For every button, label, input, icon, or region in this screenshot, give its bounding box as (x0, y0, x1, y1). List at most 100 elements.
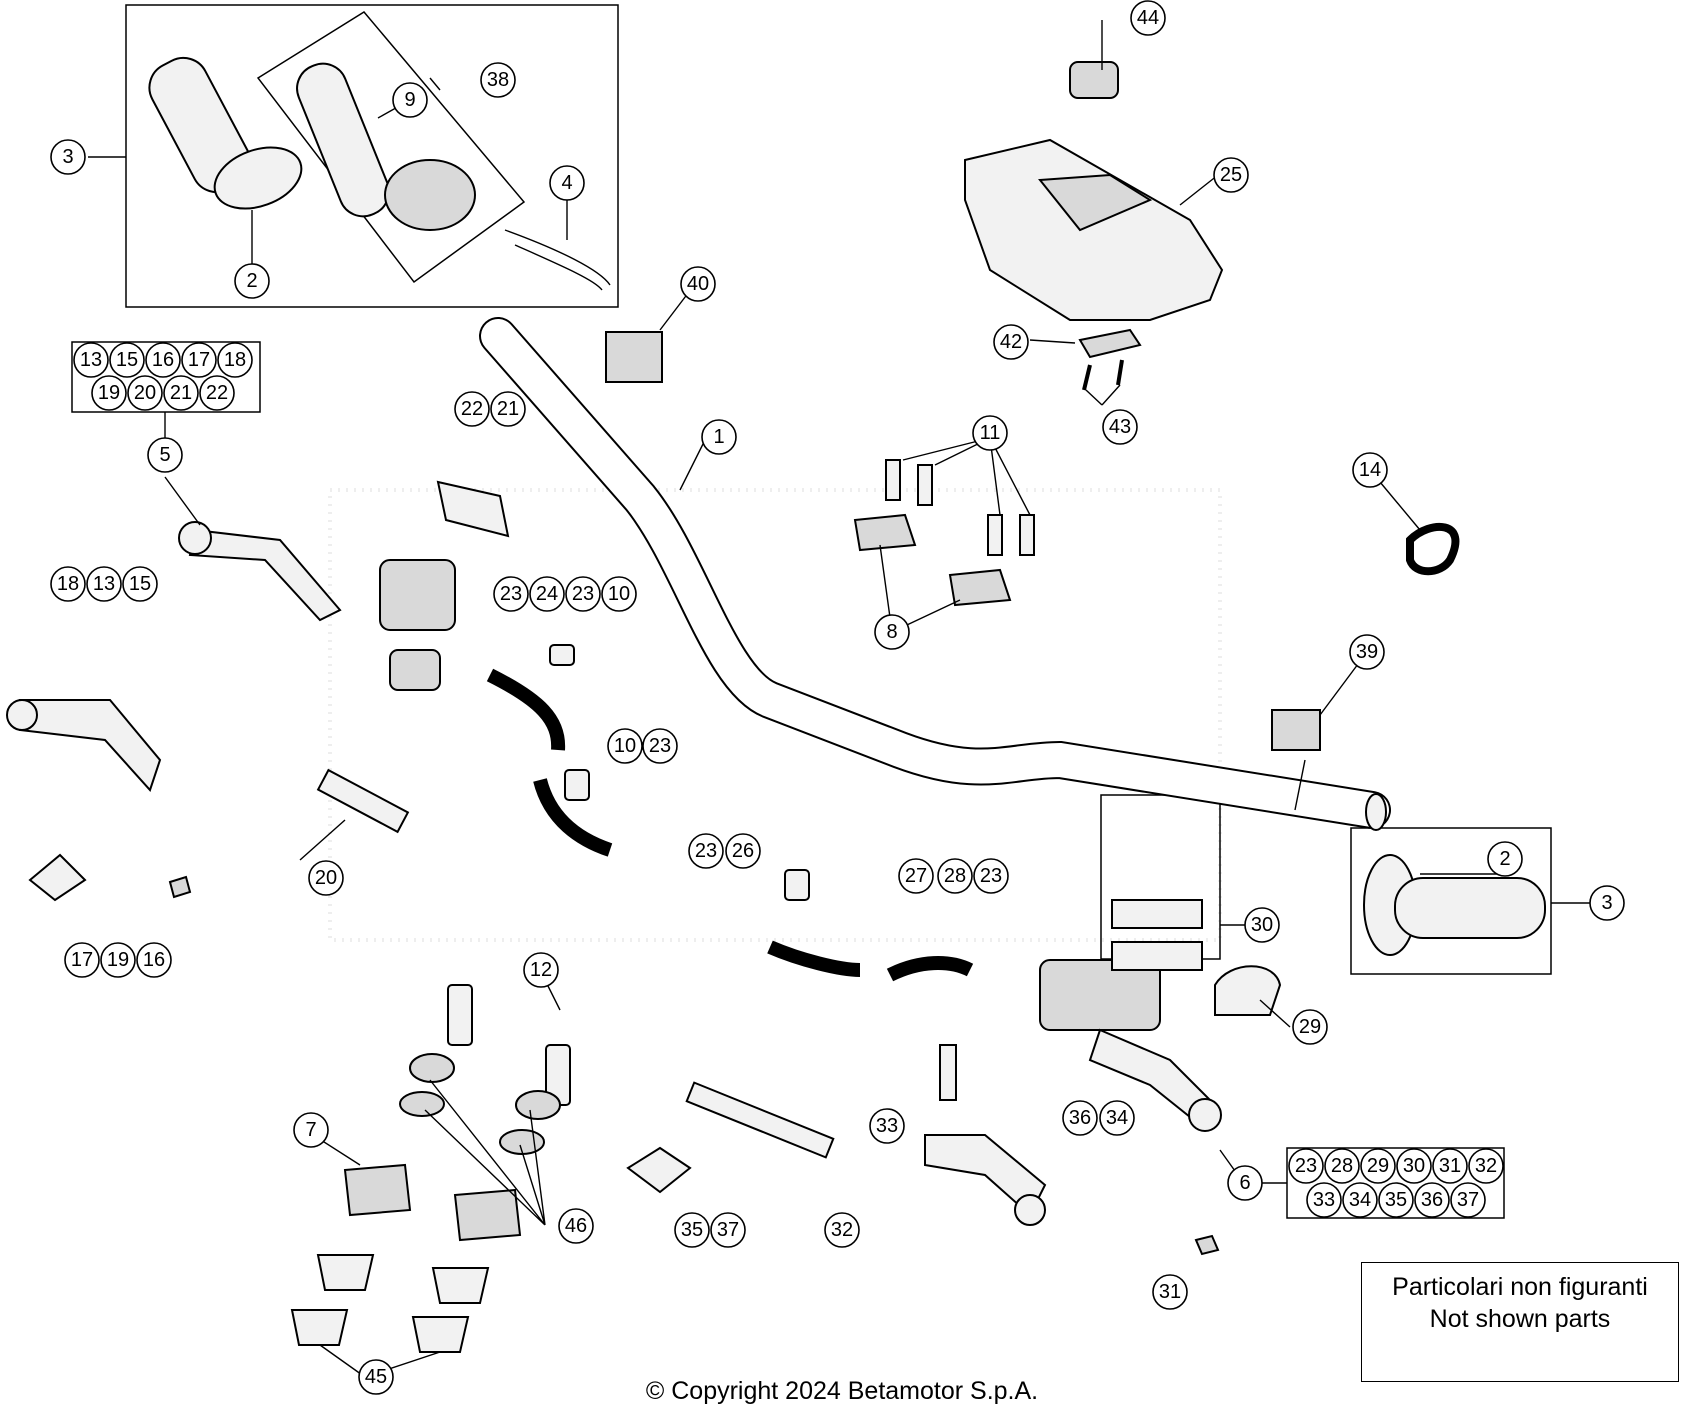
callout-34[interactable]: 34 (1099, 1100, 1135, 1136)
callout-23-a[interactable]: 23 (493, 576, 529, 612)
kit6-30[interactable]: 30 (1396, 1148, 1432, 1184)
callout-14[interactable]: 14 (1352, 452, 1388, 488)
lever-clip-35 (626, 1146, 692, 1194)
svg-text:25: 25 (1220, 164, 1242, 186)
callout-6[interactable]: 6 (1227, 1165, 1263, 1201)
callout-28[interactable]: 28 (937, 858, 973, 894)
left-grip-top (148, 56, 303, 210)
callout-3-left[interactable]: 3 (50, 139, 86, 175)
callout-37[interactable]: 37 (710, 1212, 746, 1248)
svg-text:19: 19 (107, 949, 129, 971)
svg-text:21: 21 (170, 382, 192, 404)
svg-text:14: 14 (1359, 459, 1381, 481)
callout-32[interactable]: 32 (824, 1212, 860, 1248)
callout-4[interactable]: 4 (549, 165, 585, 201)
callout-40[interactable]: 40 (680, 266, 716, 302)
callout-26[interactable]: 26 (725, 833, 761, 869)
kit6-32[interactable]: 32 (1468, 1148, 1504, 1184)
callout-15[interactable]: 15 (122, 566, 158, 602)
callout-11[interactable]: 11 (972, 415, 1008, 451)
svg-text:16: 16 (143, 949, 165, 971)
callout-42[interactable]: 42 (993, 324, 1029, 360)
callout-20[interactable]: 20 (308, 860, 344, 896)
note-line-english: Not shown parts (1429, 1305, 1611, 1333)
svg-text:15: 15 (116, 349, 138, 371)
callout-29[interactable]: 29 (1292, 1009, 1328, 1045)
callout-35[interactable]: 35 (674, 1212, 710, 1248)
kit5-16[interactable]: 16 (145, 342, 181, 378)
callout-46[interactable]: 46 (558, 1208, 594, 1244)
svg-text:15: 15 (129, 573, 151, 595)
callout-36[interactable]: 36 (1062, 1100, 1098, 1136)
callout-23-e[interactable]: 23 (973, 858, 1009, 894)
callout-24[interactable]: 24 (529, 576, 565, 612)
kit6-29[interactable]: 29 (1360, 1148, 1396, 1184)
svg-text:2: 2 (1499, 848, 1510, 870)
kit5-20[interactable]: 20 (127, 375, 163, 411)
svg-text:32: 32 (831, 1219, 853, 1241)
callout-5[interactable]: 5 (147, 437, 183, 473)
callout-16[interactable]: 16 (136, 942, 172, 978)
kit6-28[interactable]: 28 (1324, 1148, 1360, 1184)
callout-38[interactable]: 38 (480, 62, 516, 98)
kit6-31[interactable]: 31 (1432, 1148, 1468, 1184)
callout-10-b[interactable]: 10 (607, 728, 643, 764)
kit5-15[interactable]: 15 (109, 342, 145, 378)
callout-7[interactable]: 7 (293, 1112, 329, 1148)
kit5-13[interactable]: 13 (73, 342, 109, 378)
callout-44[interactable]: 44 (1130, 0, 1166, 36)
kit6-33[interactable]: 33 (1306, 1182, 1342, 1218)
clutch-lever (178, 521, 342, 622)
kit5-17[interactable]: 17 (181, 342, 217, 378)
callout-23-c[interactable]: 23 (642, 728, 678, 764)
callout-8[interactable]: 8 (874, 614, 910, 650)
kit6-36[interactable]: 36 (1414, 1182, 1450, 1218)
kit6-23[interactable]: 23 (1288, 1148, 1324, 1184)
svg-text:43: 43 (1109, 416, 1131, 438)
svg-text:23: 23 (572, 583, 594, 605)
callout-30[interactable]: 30 (1244, 907, 1280, 943)
callout-13[interactable]: 13 (86, 566, 122, 602)
svg-text:10: 10 (614, 735, 636, 757)
callout-12[interactable]: 12 (523, 952, 559, 988)
switch-39 (1271, 709, 1321, 751)
callout-1[interactable]: 1 (701, 419, 737, 455)
callout-22[interactable]: 22 (454, 391, 490, 427)
callout-2-left[interactable]: 2 (234, 263, 270, 299)
callout-27[interactable]: 27 (898, 858, 934, 894)
kit5-21[interactable]: 21 (163, 375, 199, 411)
svg-text:28: 28 (1331, 1155, 1353, 1177)
callout-19[interactable]: 19 (100, 942, 136, 978)
callout-3-right[interactable]: 3 (1589, 885, 1625, 921)
svg-text:34: 34 (1106, 1107, 1128, 1129)
callout-18[interactable]: 18 (50, 566, 86, 602)
watermark (328, 488, 1222, 942)
callout-21[interactable]: 21 (490, 391, 526, 427)
kit-5-items: 13 15 16 17 18 19 20 21 22 (73, 342, 253, 411)
svg-text:17: 17 (188, 349, 210, 371)
callout-45[interactable]: 45 (358, 1359, 394, 1395)
handlebar (479, 317, 1391, 831)
callout-43[interactable]: 43 (1102, 409, 1138, 445)
svg-text:31: 31 (1159, 1281, 1181, 1303)
callout-2-right[interactable]: 2 (1487, 841, 1523, 877)
callout-17[interactable]: 17 (64, 942, 100, 978)
callout-25[interactable]: 25 (1213, 157, 1249, 193)
kit5-18[interactable]: 18 (217, 342, 253, 378)
lever-nut (168, 875, 192, 899)
callout-31[interactable]: 31 (1152, 1274, 1188, 1310)
svg-text:13: 13 (80, 349, 102, 371)
kit6-35[interactable]: 35 (1378, 1182, 1414, 1218)
kit5-22[interactable]: 22 (199, 375, 235, 411)
callout-9[interactable]: 9 (392, 82, 428, 118)
callout-23-b[interactable]: 23 (565, 576, 601, 612)
kit6-37[interactable]: 37 (1450, 1182, 1486, 1218)
callout-33[interactable]: 33 (869, 1108, 905, 1144)
kit5-19[interactable]: 19 (91, 375, 127, 411)
callout-39[interactable]: 39 (1349, 634, 1385, 670)
clutch-master-cylinder (379, 559, 456, 691)
callout-10-a[interactable]: 10 (601, 576, 637, 612)
callout-23-d[interactable]: 23 (688, 833, 724, 869)
kit6-34[interactable]: 34 (1342, 1182, 1378, 1218)
pad-screws (1082, 359, 1124, 391)
